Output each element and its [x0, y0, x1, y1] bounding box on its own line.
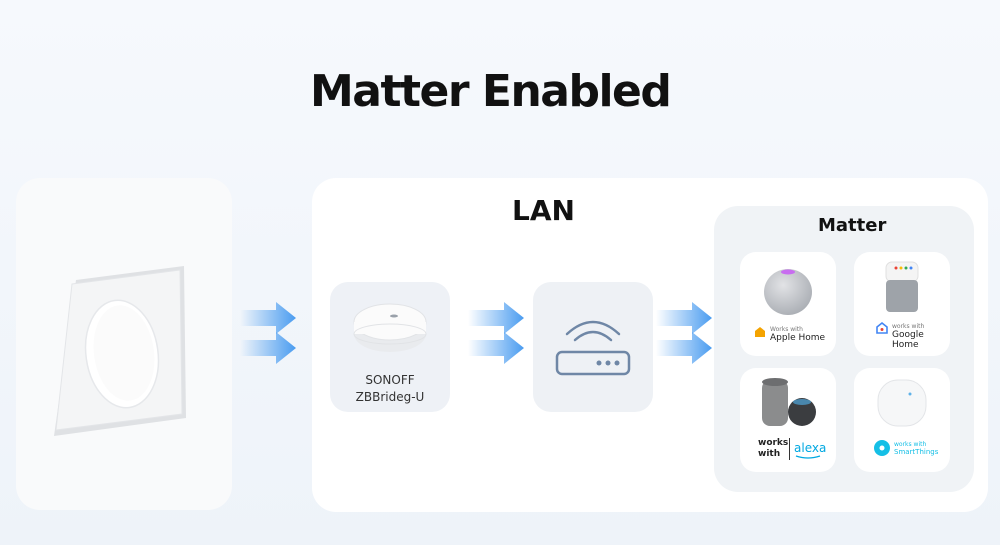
- apple-home-icon: [755, 327, 765, 337]
- bridge-device-image: [353, 303, 427, 352]
- ecosystem-tile-alexa: works with alexa: [740, 368, 836, 472]
- alexa-icon: [795, 455, 821, 459]
- switch-panel: [16, 178, 232, 510]
- ecosystem-tile-google-home: works with Google Home: [854, 252, 950, 356]
- router-card: [533, 282, 653, 412]
- google-home-prefix: works with: [892, 323, 925, 330]
- bridge-card: [330, 282, 450, 412]
- apple-home-prefix: Works with: [770, 326, 803, 333]
- lan-label: LAN: [512, 194, 575, 227]
- bridge-model: ZBBrideg-U: [355, 390, 425, 404]
- apple-home-name: Apple Home: [770, 333, 826, 343]
- router-icon: [555, 320, 631, 376]
- arrow-right-icon: [240, 302, 296, 364]
- ecosystem-tile-apple-home: Works with Apple Home: [740, 252, 836, 356]
- google-home-name: Google Home: [892, 330, 924, 350]
- alexa-name: alexa: [794, 441, 827, 455]
- bridge-brand: SONOFF: [365, 373, 415, 387]
- echo-speakers-image: [762, 378, 816, 426]
- alexa-prefix: works with: [758, 438, 789, 459]
- bridge-label: SONOFF ZBBrideg-U: [330, 372, 450, 406]
- matter-label: Matter: [818, 215, 887, 236]
- arrow-right-icon: [656, 302, 712, 364]
- arrow-right-icon: [468, 302, 524, 364]
- page-title: Matter Enabled: [310, 66, 672, 117]
- google-home-speaker-image: [885, 261, 919, 312]
- smartthings-name: SmartThings: [894, 448, 939, 456]
- ecosystem-tile-smartthings: works with SmartThings: [854, 368, 950, 472]
- smartthings-prefix: works with: [894, 441, 927, 448]
- homepod-mini-image: [764, 269, 812, 315]
- alexa-divider: [789, 438, 790, 460]
- smartthings-hub-image: [877, 379, 927, 427]
- wall-switch-image: [54, 266, 186, 436]
- smartthings-icon: [874, 440, 890, 456]
- google-home-icon: [876, 322, 888, 334]
